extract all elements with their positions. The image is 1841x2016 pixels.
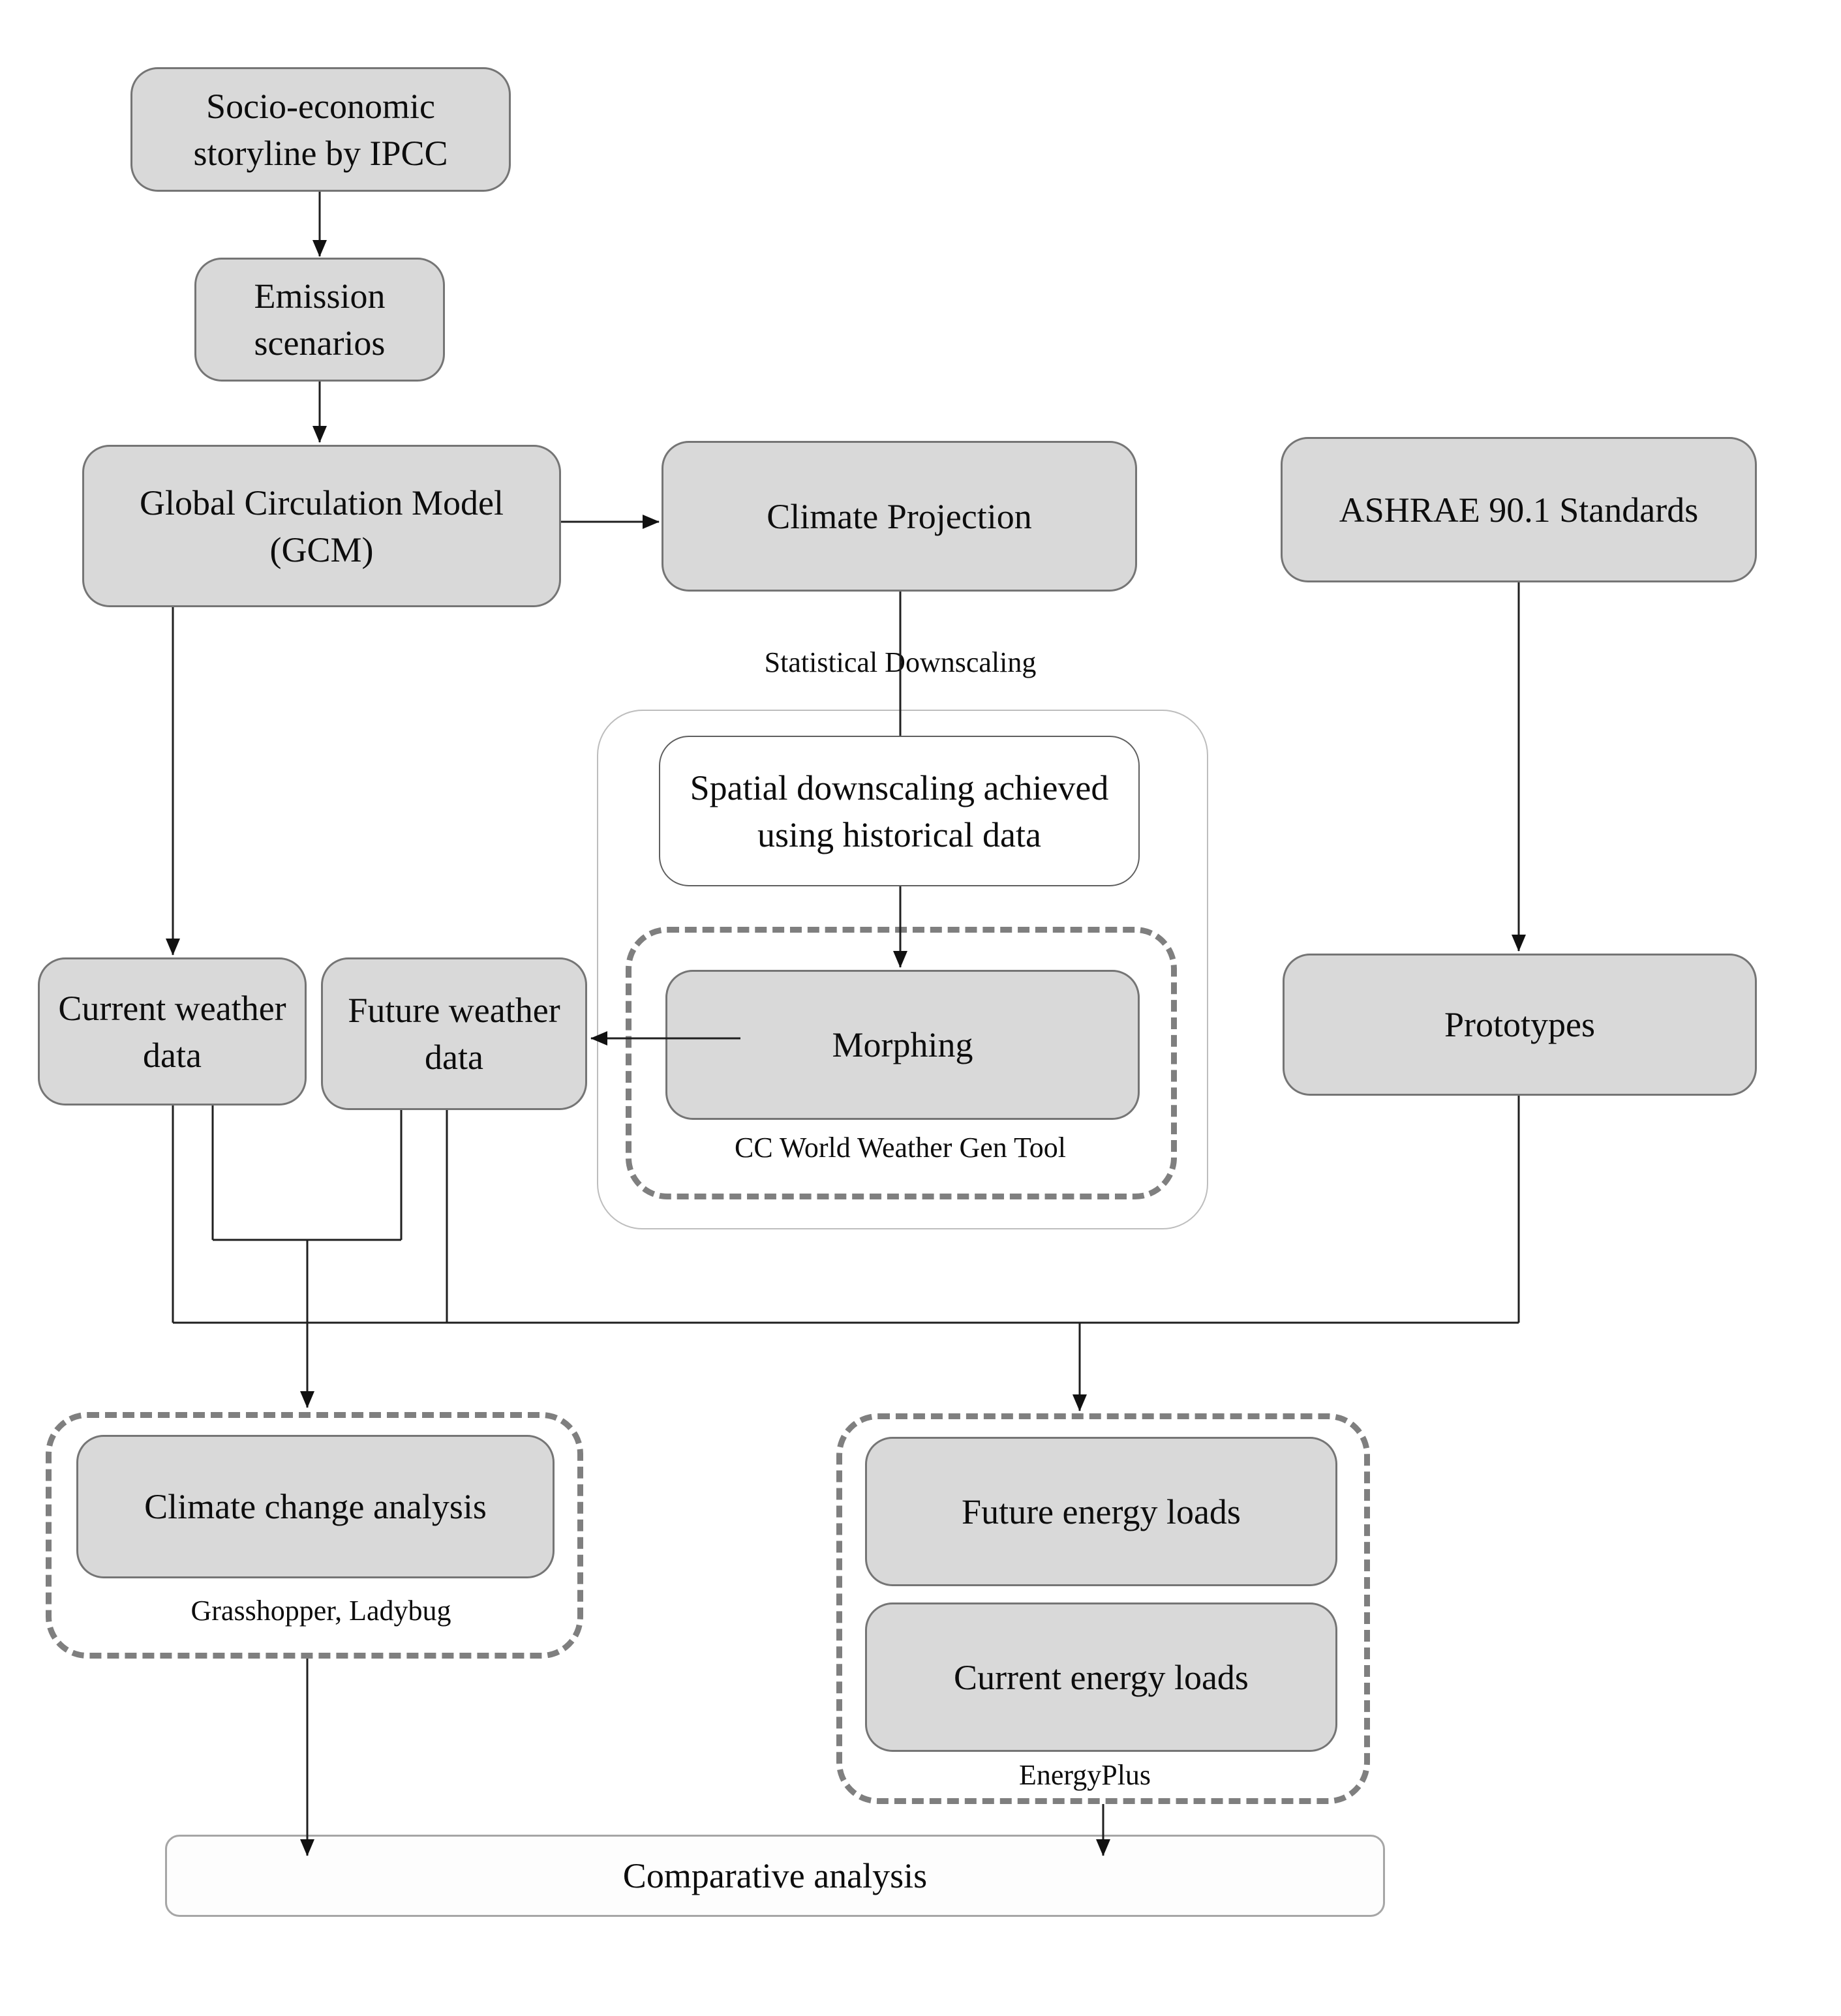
node-label: Emission scenarios — [254, 277, 386, 363]
label-grasshopper-ladybug: Grasshopper, Ladybug — [190, 1595, 451, 1627]
node-climate-change-analysis: Climate change analysis — [76, 1435, 555, 1578]
node-label: ASHRAE 90.1 Standards — [1339, 490, 1699, 530]
grasshopper-ladybug-group — [46, 1412, 583, 1659]
node-label: Prototypes — [1444, 1005, 1595, 1044]
node-label: Comparative analysis — [622, 1856, 928, 1895]
node-current-weather-data: Current weather data — [38, 957, 307, 1106]
node-climate-projection: Climate Projection — [662, 441, 1137, 592]
node-spatial-downscaling: Spatial downscaling achieved using histo… — [659, 736, 1140, 886]
node-label: Current energy loads — [954, 1657, 1249, 1697]
node-label: Future energy loads — [962, 1492, 1241, 1531]
node-global-circulation-model: Global Circulation Model (GCM) — [82, 445, 561, 607]
node-label: Spatial downscaling achieved using histo… — [690, 768, 1109, 854]
label-cc-world-weather-gen-tool: CC World Weather Gen Tool — [735, 1132, 1066, 1164]
cc-world-weather-gen-tool-group — [626, 927, 1177, 1199]
node-label: Morphing — [832, 1025, 973, 1064]
node-socio-economic-storyline: Socio-economic storyline by IPCC — [130, 67, 511, 192]
energyplus-group — [836, 1413, 1370, 1804]
node-label: Global Circulation Model (GCM) — [140, 483, 504, 569]
node-ashrae-standards: ASHRAE 90.1 Standards — [1281, 437, 1757, 582]
node-label: Climate Projection — [767, 496, 1032, 536]
label-energyplus: EnergyPlus — [1018, 1759, 1151, 1791]
node-current-energy-loads: Current energy loads — [865, 1602, 1337, 1752]
node-prototypes: Prototypes — [1283, 954, 1757, 1096]
node-label: Climate change analysis — [144, 1487, 487, 1526]
node-future-weather-data: Future weather data — [321, 957, 587, 1110]
node-label: Socio-economic storyline by IPCC — [193, 86, 448, 173]
node-emission-scenarios: Emission scenarios — [194, 258, 445, 382]
node-comparative-analysis: Comparative analysis — [165, 1835, 1385, 1917]
node-label: Current weather data — [58, 988, 286, 1075]
node-future-energy-loads: Future energy loads — [865, 1437, 1337, 1586]
node-label: Future weather data — [348, 991, 560, 1077]
label-statistical-downscaling: Statistical Downscaling — [764, 646, 1037, 678]
node-morphing: Morphing — [665, 970, 1140, 1120]
